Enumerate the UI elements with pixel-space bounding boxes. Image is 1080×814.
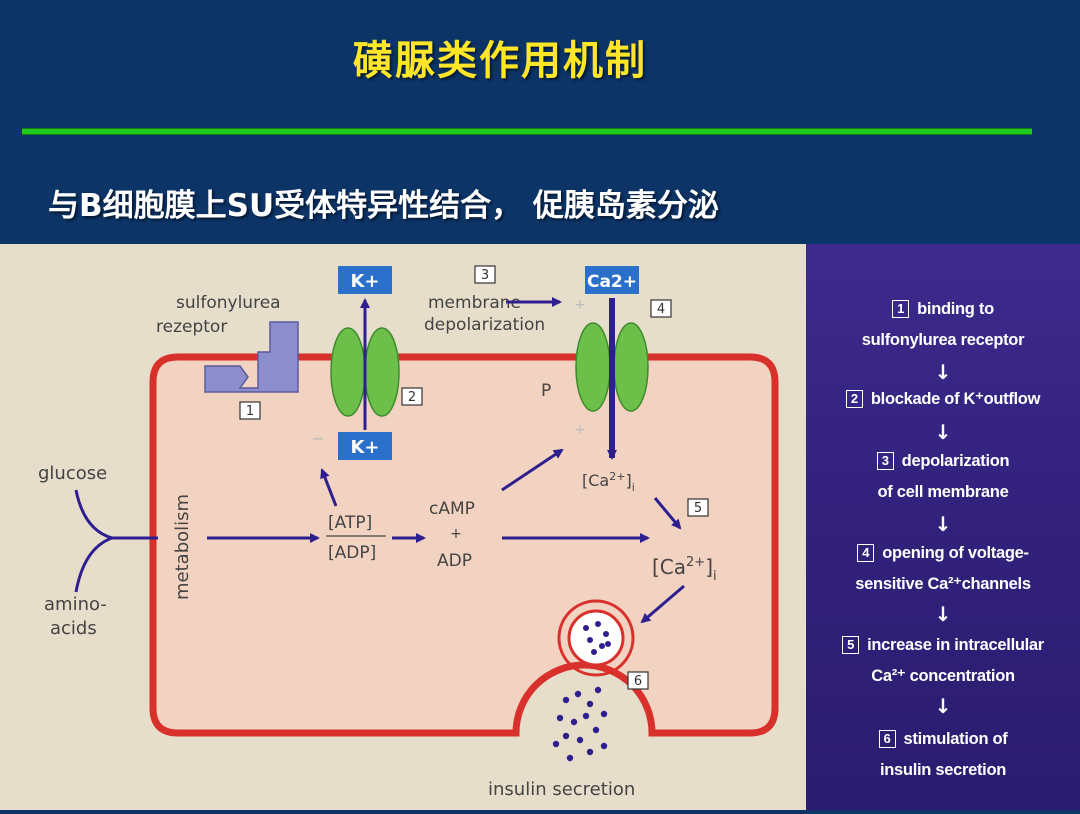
- adp-ratio-label: [ADP]: [328, 543, 376, 563]
- membrane-label-1: membrane: [428, 293, 521, 313]
- step-1: 1 binding to sulfonylurea receptor: [806, 294, 1080, 356]
- step-3: 3 depolarization of cell membrane: [806, 446, 1080, 508]
- amino-label-2: acids: [50, 618, 97, 639]
- step-6: 6 stimulation of insulin secretion: [806, 724, 1080, 786]
- ca-intracellular-large: [Ca2+]i: [652, 555, 717, 584]
- marker-6-label: 6: [634, 674, 642, 689]
- adp-label: ADP: [437, 551, 472, 571]
- ca-intracellular-small: [Ca2+]i: [582, 470, 635, 494]
- step-5: 5 increase in intracellular Ca²⁺ concentr…: [806, 630, 1080, 692]
- step-arrow-4: ↓: [934, 602, 952, 626]
- marker-2: [401, 387, 423, 406]
- insulin-vesicle-inner: [567, 609, 625, 667]
- amino-label-1: amino-: [44, 594, 107, 615]
- slide-title: 磺脲类作用机制: [353, 38, 647, 84]
- step-2: 2 blockade of K⁺outflow: [806, 384, 1080, 415]
- step-4-line1: opening of voltage-: [882, 544, 1029, 562]
- camp-label: cAMP: [429, 499, 475, 519]
- step-1-line1: binding to: [917, 300, 994, 318]
- atp-to-k-arrow: [320, 468, 338, 507]
- plus-sign-top: +: [574, 297, 586, 313]
- ca-ion-top-box: [585, 266, 639, 294]
- title-divider: [22, 128, 1032, 135]
- k-ion-inner-label: K+: [350, 437, 379, 458]
- vesicle-granules: [583, 621, 611, 655]
- k-ion-inner-box: [338, 432, 392, 460]
- step-4: 4 opening of voltage- sensitive Ca²⁺chann…: [806, 538, 1080, 600]
- step-2-number: 2: [845, 390, 863, 408]
- step-arrow-2: ↓: [934, 420, 952, 444]
- step-6-line1: stimulation of: [903, 730, 1008, 748]
- plus-label: +: [450, 526, 462, 542]
- ca-channel-left: [575, 322, 611, 412]
- sulfonylurea-label-2: rezeptor: [156, 317, 227, 337]
- step-6-number: 6: [878, 730, 896, 748]
- secreted-insulin-granules: [552, 686, 608, 762]
- insulin-vesicle-outer: [557, 599, 635, 677]
- marker-1-label: 1: [246, 404, 254, 419]
- k-channel-right: [364, 327, 400, 417]
- mechanism-diagram: 1 sulfonylurea rezeptor K+ K+ − 2 3 memb…: [38, 265, 779, 800]
- step-arrow-5: ↓: [934, 694, 952, 718]
- k-channel-left: [330, 327, 366, 417]
- step-1-line2: sulfonylurea receptor: [861, 331, 1025, 349]
- marker-1: [239, 401, 261, 420]
- p-label: P: [541, 381, 551, 401]
- marker-4-label: 4: [657, 302, 665, 317]
- ca-ion-top-label: Ca2+: [587, 272, 637, 292]
- sulfonylurea-label-1: sulfonylurea: [176, 293, 281, 313]
- step-5-line1: increase in intracellular: [867, 636, 1044, 654]
- marker-3: [474, 265, 496, 284]
- step-5-number: 5: [842, 636, 860, 654]
- metabolism-label: metabolism: [172, 494, 193, 600]
- marker-2-label: 2: [408, 390, 416, 405]
- minus-sign: −: [311, 429, 324, 448]
- step-5-line2: Ca²⁺ concentration: [871, 667, 1015, 685]
- atp-label: [ATP]: [328, 513, 372, 533]
- marker-6: [627, 671, 649, 690]
- step-3-line2: of cell membrane: [877, 483, 1009, 501]
- mechanism-steps-panel: 1 binding to sulfonylurea receptor ↓ 2 blo…: [806, 244, 1080, 810]
- step-1-number: 1: [892, 300, 910, 318]
- step-3-number: 3: [876, 452, 894, 470]
- camp-to-ca-channel-arrow: [501, 448, 564, 492]
- marker-5-label: 5: [694, 501, 702, 516]
- step-arrow-3: ↓: [934, 512, 952, 536]
- step-6-line2: insulin secretion: [879, 761, 1006, 779]
- ca-channel-right: [613, 322, 649, 412]
- ca-small-to-large-arrow: [653, 497, 682, 530]
- marker-3-label: 3: [481, 268, 489, 283]
- ca-to-vesicle-arrow: [640, 584, 685, 624]
- plus-sign-lower: +: [574, 422, 586, 438]
- k-ion-top-box: [338, 266, 392, 294]
- insulin-secretion-label: insulin secretion: [488, 779, 635, 800]
- step-4-line2: sensitive Ca²⁺channels: [855, 575, 1031, 593]
- k-ion-top-label: K+: [350, 271, 379, 292]
- step-4-number: 4: [857, 544, 875, 562]
- glucose-label: glucose: [38, 463, 107, 484]
- step-2-line1: blockade of K⁺outflow: [870, 390, 1041, 408]
- marker-5: [687, 498, 709, 517]
- substrate-convergence: [74, 489, 113, 593]
- slide-subtitle: 与B细胞膜上SU受体特异性结合， 促胰岛素分泌: [48, 188, 719, 224]
- step-3-line1: depolarization: [901, 452, 1010, 470]
- membrane-label-2: depolarization: [424, 315, 545, 335]
- sulfonylurea-receptor-shape: [204, 321, 299, 393]
- marker-4: [650, 299, 672, 318]
- step-arrow-1: ↓: [934, 360, 952, 384]
